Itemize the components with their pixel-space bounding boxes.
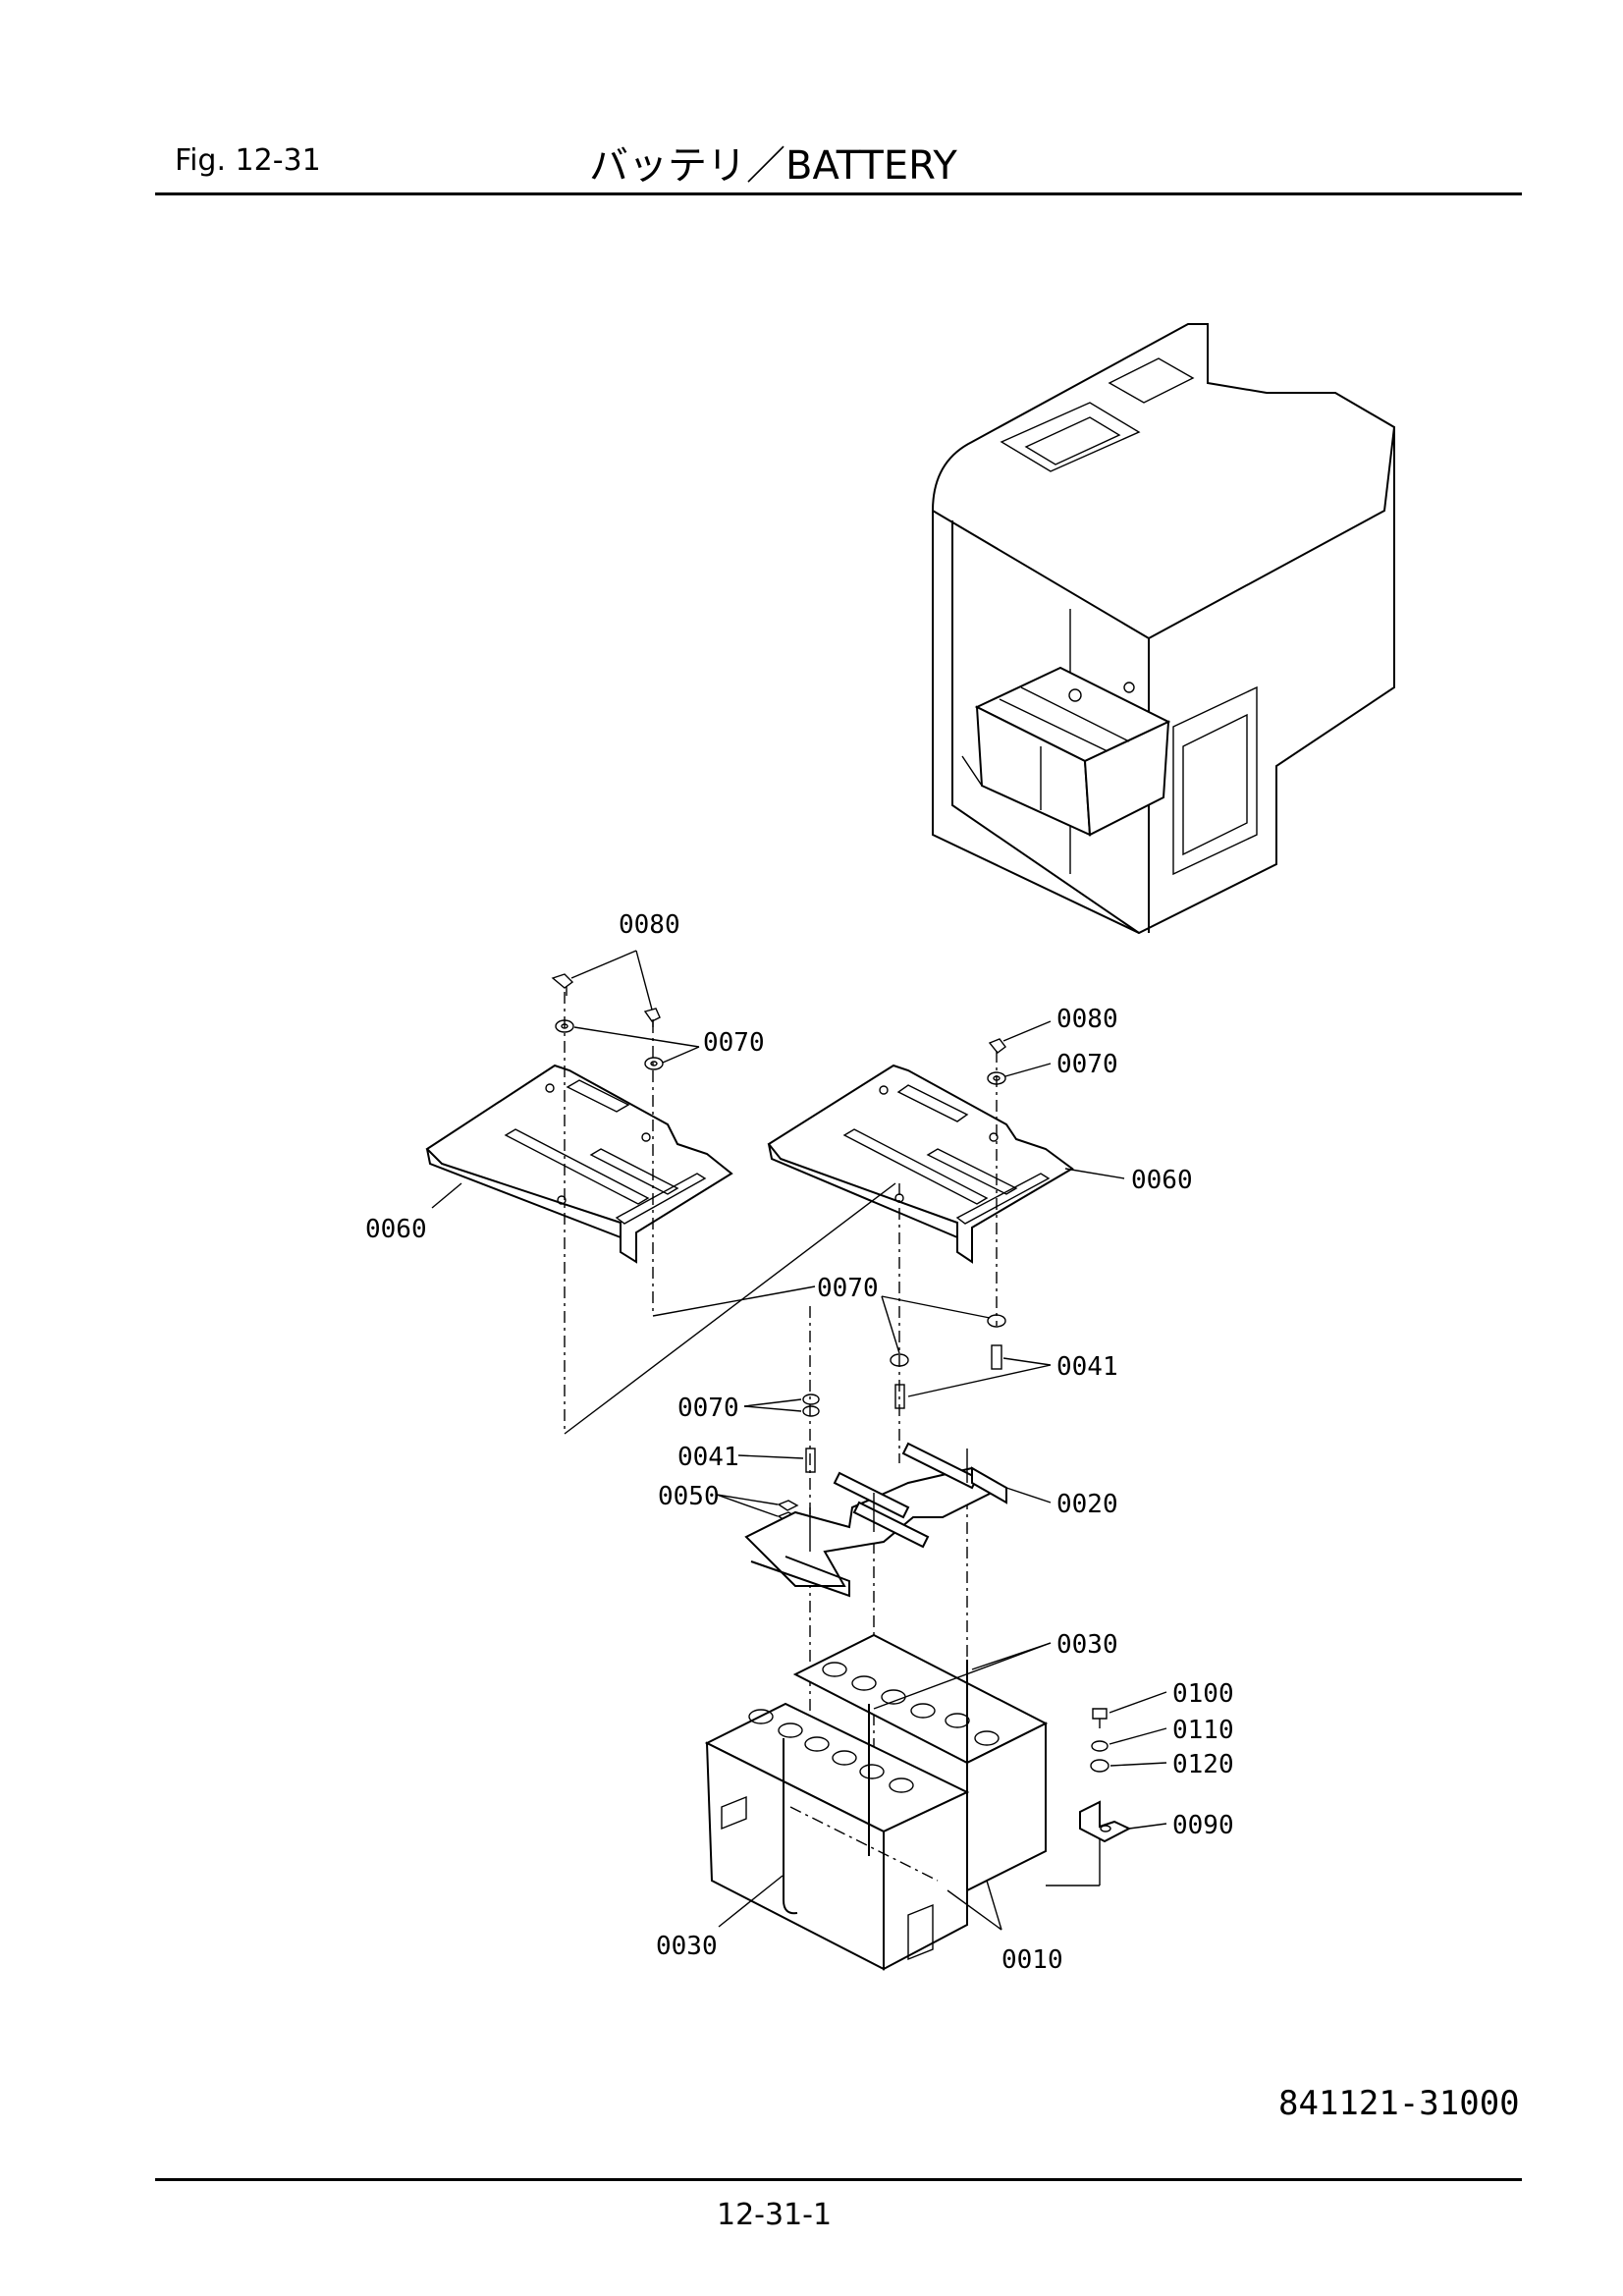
callout-0050: 0050 [658, 1482, 720, 1511]
callout-0090: 0090 [1172, 1811, 1234, 1840]
callout-0020: 0020 [1056, 1490, 1118, 1519]
callout-labels: 0080 0070 0060 0080 0070 0060 0070 0041 … [365, 910, 1234, 1975]
callout-0080-right: 0080 [1056, 1005, 1118, 1034]
callout-0070-right: 0070 [1056, 1050, 1118, 1079]
drawing-number: 841121-31000 [1278, 2084, 1520, 2123]
page-title: バッテリ／BATTERY [589, 143, 957, 189]
callout-0070-lower: 0070 [677, 1394, 739, 1423]
callout-0070-left: 0070 [703, 1028, 765, 1058]
battery-clamp-frame [744, 1442, 1007, 1598]
callout-0010: 0010 [1001, 1945, 1063, 1975]
callout-0060-right: 0060 [1131, 1166, 1193, 1195]
callout-0041-left: 0041 [677, 1443, 739, 1472]
callout-0030-lower: 0030 [656, 1932, 718, 1961]
callout-0120: 0120 [1172, 1750, 1234, 1779]
leader-lines [431, 950, 1167, 1931]
battery-pair [704, 1633, 1049, 1971]
callout-0100: 0100 [1172, 1679, 1234, 1709]
hold-down-plate-left [425, 1064, 733, 1264]
figure-number: Fig. 12-31 [175, 143, 321, 178]
callout-0030-upper: 0030 [1056, 1630, 1118, 1660]
header-rule [155, 192, 1522, 195]
callout-0110: 0110 [1172, 1716, 1234, 1745]
hold-down-plate-right [767, 1064, 1074, 1264]
cabinet-overview-drawing [932, 323, 1395, 935]
callout-0080-left: 0080 [619, 910, 680, 940]
mounting-bracket [1079, 1800, 1132, 1843]
footer-rule [155, 2178, 1522, 2181]
callout-0070-center: 0070 [817, 1274, 879, 1303]
callout-0060-left: 0060 [365, 1215, 427, 1244]
page-number: 12-31-1 [717, 2198, 833, 2232]
callout-0041-right: 0041 [1056, 1352, 1118, 1382]
